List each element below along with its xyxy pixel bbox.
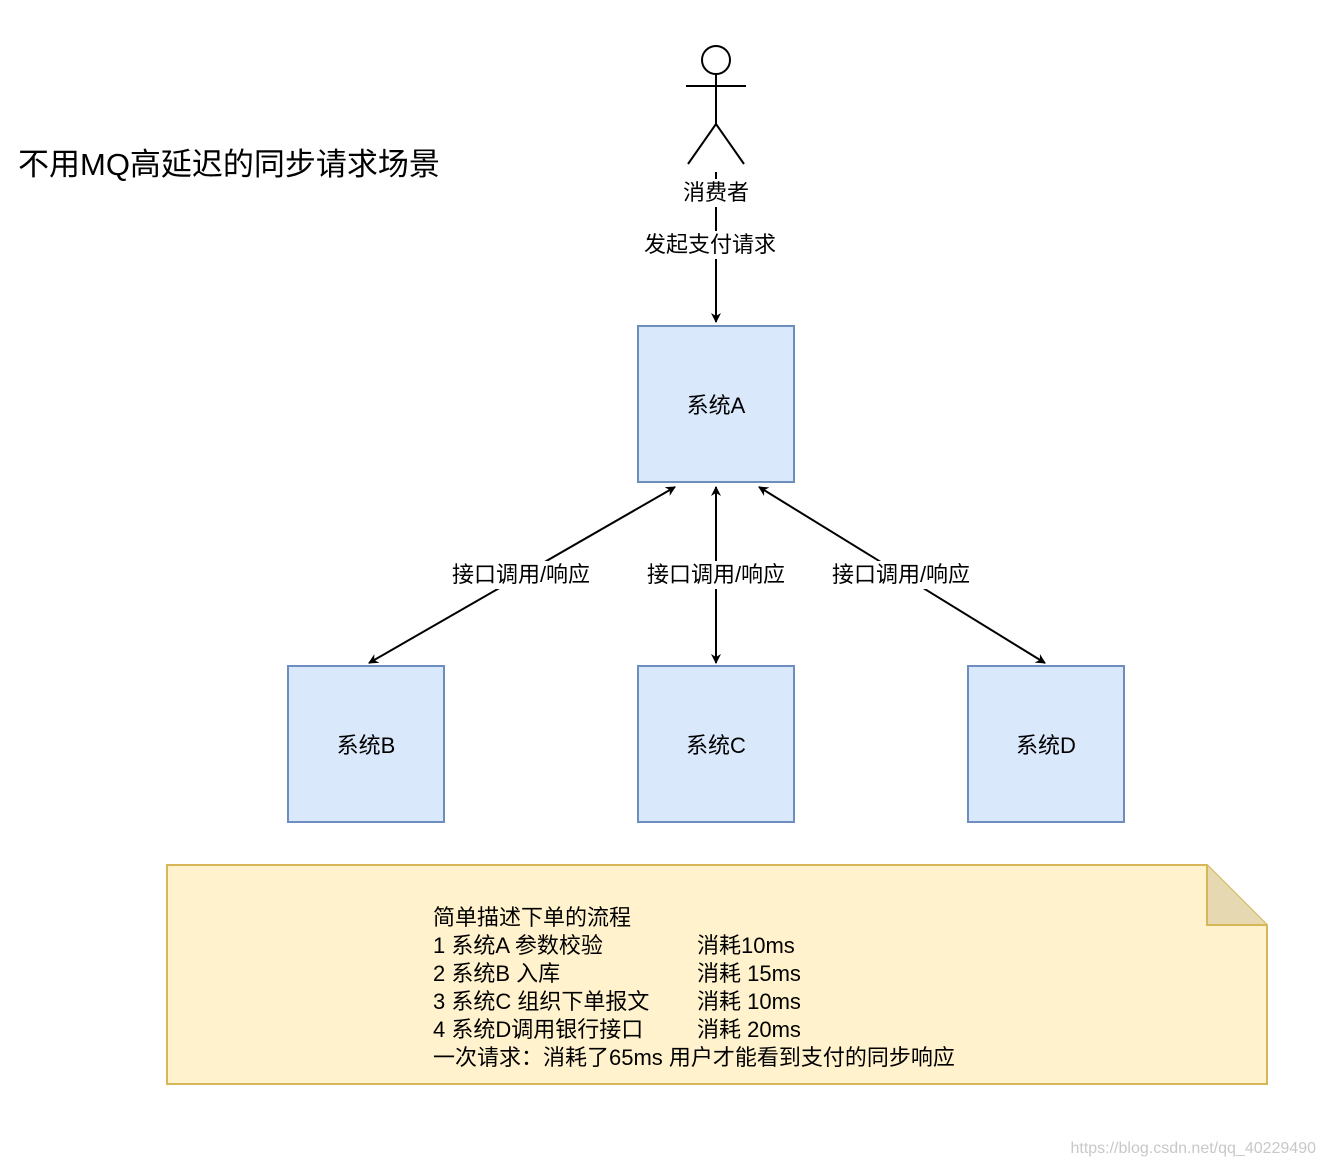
note-row: 4 系统D调用银行接口 消耗 20ms — [433, 1016, 955, 1044]
diagram-title: 不用MQ高延迟的同步请求场景 — [18, 147, 440, 182]
note-row: 3 系统C 组织下单报文 消耗 10ms — [433, 988, 955, 1016]
consumer-actor-icon — [686, 45, 746, 165]
note-heading: 简单描述下单的流程 — [433, 905, 632, 930]
system-d-label: 系统D — [1016, 733, 1076, 758]
watermark: https://blog.csdn.net/qq_40229490 — [1070, 1140, 1316, 1157]
note-cost: 消耗 20ms — [697, 1017, 801, 1042]
system-a-box[interactable]: 系统A — [637, 325, 795, 483]
system-c-box[interactable]: 系统C — [637, 665, 795, 823]
note-step: 3 系统C 组织下单报文 — [433, 989, 650, 1014]
note-summary: 一次请求：消耗了65ms 用户才能看到支付的同步响应 — [433, 1045, 955, 1070]
note-cost: 消耗 10ms — [697, 989, 801, 1014]
system-b-box[interactable]: 系统B — [287, 665, 445, 823]
note-step: 4 系统D调用银行接口 — [433, 1017, 644, 1042]
note-cost: 消耗 15ms — [697, 961, 801, 986]
system-c-label: 系统C — [686, 733, 746, 758]
note-row: 1 系统A 参数校验 消耗10ms — [433, 932, 955, 960]
pay-request-label: 发起支付请求 — [641, 231, 779, 259]
consumer-label: 消费者 — [680, 179, 752, 207]
note-row: 2 系统B 入库 消耗 15ms — [433, 960, 955, 988]
edge-label-ab: 接口调用/响应 — [449, 561, 593, 589]
system-d-box[interactable]: 系统D — [967, 665, 1125, 823]
note-text: 简单描述下单的流程 1 系统A 参数校验 消耗10ms 2 系统B 入库 消耗 15… — [433, 904, 955, 1072]
edge-label-ad: 接口调用/响应 — [829, 561, 973, 589]
note-cost: 消耗10ms — [697, 933, 795, 958]
system-b-label: 系统B — [336, 733, 396, 758]
note-step: 2 系统B 入库 — [433, 961, 561, 986]
edge-label-ac: 接口调用/响应 — [644, 561, 788, 589]
note-step: 1 系统A 参数校验 — [433, 933, 603, 958]
system-a-label: 系统A — [686, 393, 746, 418]
note-shape — [166, 864, 1268, 1085]
